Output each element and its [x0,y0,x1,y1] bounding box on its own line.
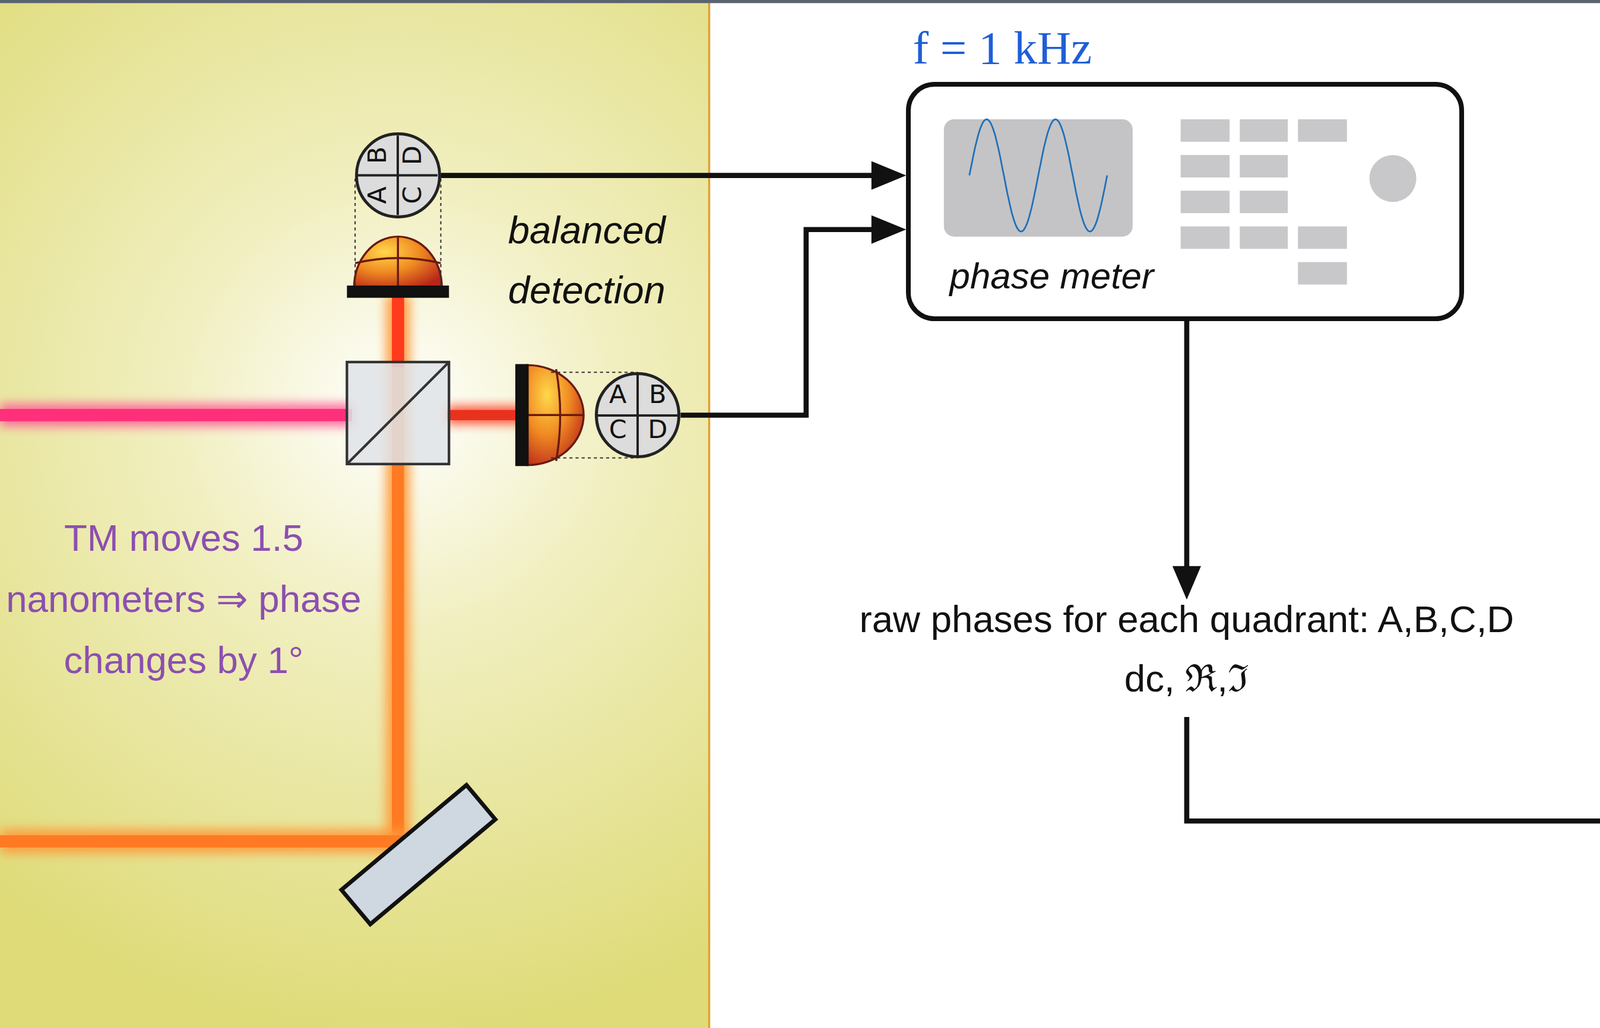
quadrant-grid: ABCD [597,375,678,455]
panel-border [708,0,711,1028]
phase-meter-box: f = 1 kHzphase meter [905,81,1465,322]
annotation: balanced detection [469,200,705,320]
signal-cable [680,215,906,416]
connector-line [441,172,873,179]
quadrant-photodiode: ABCD [594,372,681,458]
quadrant-letter: B [637,381,678,408]
output-label: raw phases for each quadrant: A,B,C,D [859,596,1515,642]
yellow-panel [0,0,710,1028]
quadrant-letter: D [399,135,426,176]
quadrant-letter: B [364,135,391,176]
frequency-label: f = 1 kHz [913,21,1092,75]
quadrant-letter: C [399,175,426,216]
box-title: phase meter [949,254,1155,297]
laser-beams [0,295,524,854]
quadrant-grid: ABCD [357,135,438,215]
quadrant-letter: D [637,416,678,443]
arrowhead [871,161,906,190]
quadrant-photodiode: ABCD [355,132,441,218]
quadrant-divider [357,174,438,177]
signal-cable [441,161,907,190]
arrowhead [871,215,906,245]
quadrant-letter: C [597,416,638,443]
note-text: TM moves 1.5 nanometers ⇒ phase changes … [5,507,363,691]
connector-line [680,229,872,416]
output-label: dc, ℜ,ℑ [1124,656,1250,702]
top-border [0,0,1600,3]
test-mass-mirror [341,785,496,925]
quadrant-divider [636,375,639,455]
quadrant-letter: A [364,175,391,216]
quadrant-letter: A [597,381,638,408]
beam-splitter [346,362,449,465]
output-wire [1172,318,1600,822]
